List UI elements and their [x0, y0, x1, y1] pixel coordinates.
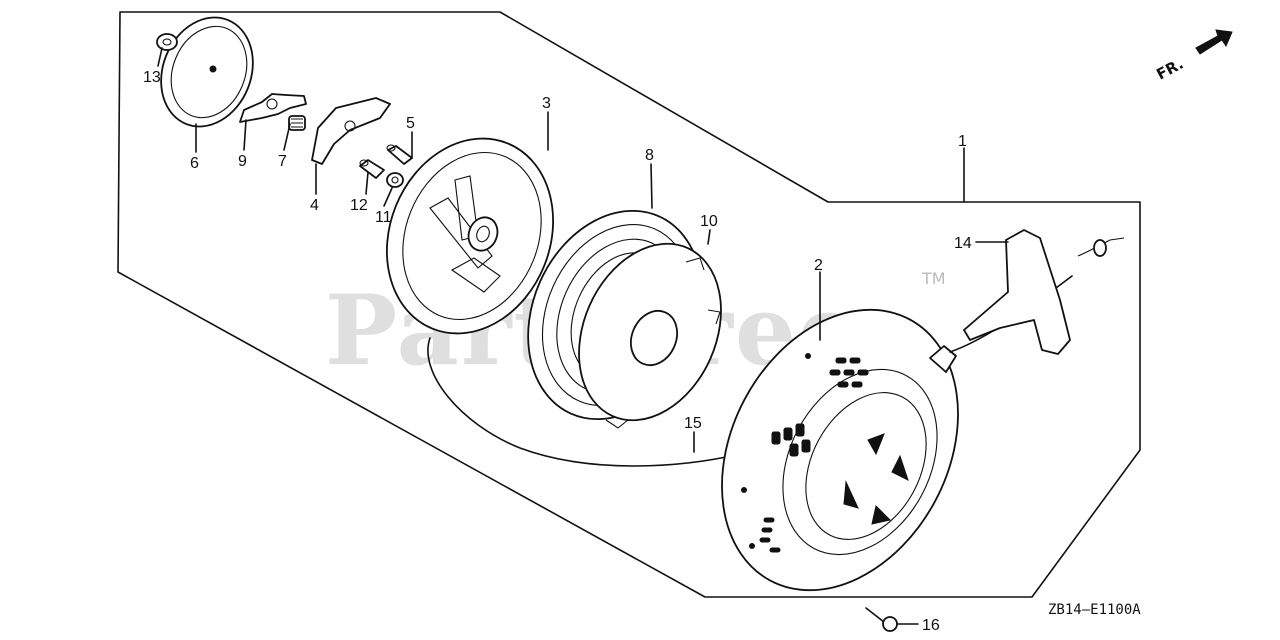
- callout-labels: 1 2 3 4 5 6 7 8 9 10 11 12 13 14 15 16: [143, 69, 972, 634]
- callout-8: 8: [645, 147, 654, 164]
- callout-7: 7: [278, 153, 287, 170]
- part-4-ratchet-guide: [311, 97, 391, 165]
- callout-11: 11: [375, 209, 392, 226]
- callout-6: 6: [190, 155, 199, 172]
- part-15-starter-rope: [427, 337, 741, 467]
- assembly-boundary: [117, 11, 1141, 598]
- part-10-spring-cover: [578, 242, 722, 429]
- part-6-cover-plate: [160, 16, 254, 128]
- part-3-reel: [386, 137, 554, 335]
- callout-2: 2: [814, 257, 823, 274]
- callout-10: 10: [700, 213, 718, 230]
- part-9-ratchet: [239, 93, 307, 123]
- callout-15: 15: [684, 415, 702, 432]
- part-16-bolt: [865, 607, 898, 632]
- callout-1: 1: [958, 133, 967, 150]
- callout-9: 9: [238, 153, 247, 170]
- part-13-nut: [156, 33, 178, 51]
- case-vent-slots: [759, 357, 869, 553]
- part-11-washer: [386, 172, 404, 188]
- part-5-pin: [386, 144, 413, 165]
- front-direction-label: FR.: [1153, 55, 1186, 84]
- callout-16: 16: [922, 617, 940, 634]
- leader-lines: [157, 47, 1009, 625]
- part-12-pin: [359, 159, 385, 179]
- part-7-spring: [288, 115, 306, 131]
- callout-3: 3: [542, 95, 551, 112]
- callout-5: 5: [406, 115, 415, 132]
- part-2-starter-case: [721, 308, 959, 592]
- front-arrow-icon: [1195, 29, 1233, 55]
- callout-13: 13: [143, 69, 161, 86]
- part-14-starter-grip: [949, 229, 1125, 355]
- drawing-code: ZB14–E1100A: [1048, 602, 1141, 618]
- callout-12: 12: [350, 197, 368, 214]
- callout-14: 14: [954, 235, 972, 252]
- front-direction-indicator: FR.: [1153, 29, 1233, 84]
- callout-4: 4: [310, 197, 319, 214]
- trademark-mark: TM: [921, 269, 946, 288]
